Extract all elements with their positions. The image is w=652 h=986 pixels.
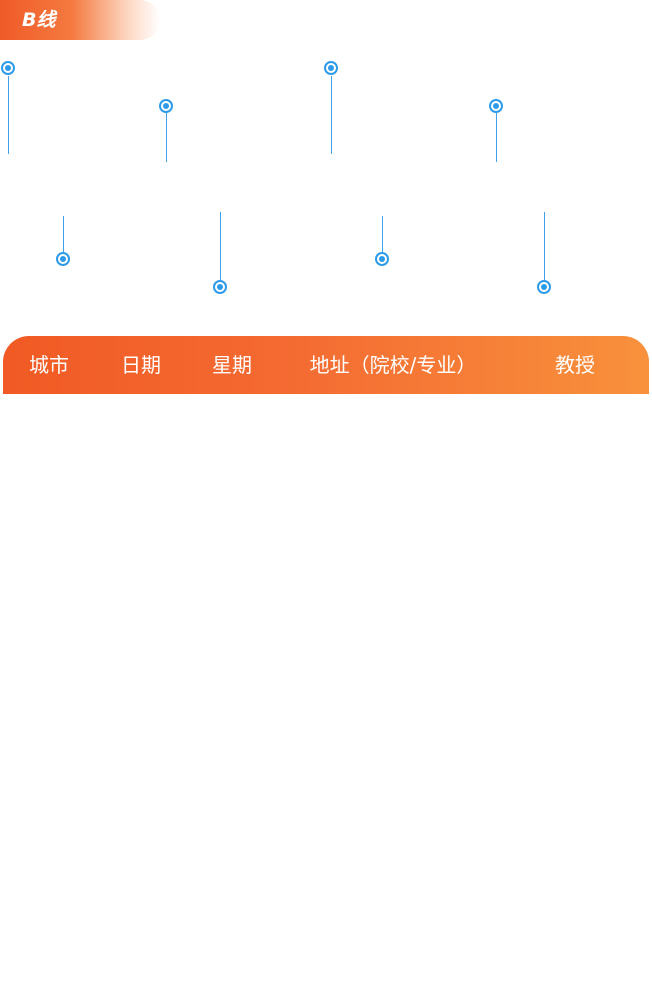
column-header-city: 城市: [29, 353, 69, 377]
timeline-node-icon: [56, 252, 70, 266]
timeline-stem: [331, 76, 332, 154]
timeline-node-icon: [537, 280, 551, 294]
timeline-node-icon: [159, 99, 173, 113]
timeline: [0, 0, 652, 320]
timeline-node-icon: [489, 99, 503, 113]
timeline-stem: [166, 113, 167, 162]
column-header-address: 地址（院校/专业）: [309, 353, 477, 377]
column-header-date: 日期: [121, 353, 161, 377]
line-tag-b: B线: [0, 0, 160, 40]
timeline-stem: [63, 216, 64, 253]
timeline-stem: [8, 76, 9, 154]
timeline-node-icon: [213, 280, 227, 294]
schedule-table-header: 城市 日期 星期 地址（院校/专业） 教授: [3, 336, 649, 394]
timeline-stem: [220, 212, 221, 281]
line-tag-label: B线: [22, 9, 56, 31]
column-header-professor: 教授: [555, 353, 595, 377]
timeline-stem: [496, 113, 497, 162]
timeline-node-icon: [1, 61, 15, 75]
timeline-stem: [544, 212, 545, 281]
column-header-weekday: 星期: [212, 353, 252, 377]
timeline-stem: [382, 216, 383, 253]
timeline-node-icon: [375, 252, 389, 266]
timeline-node-icon: [324, 61, 338, 75]
